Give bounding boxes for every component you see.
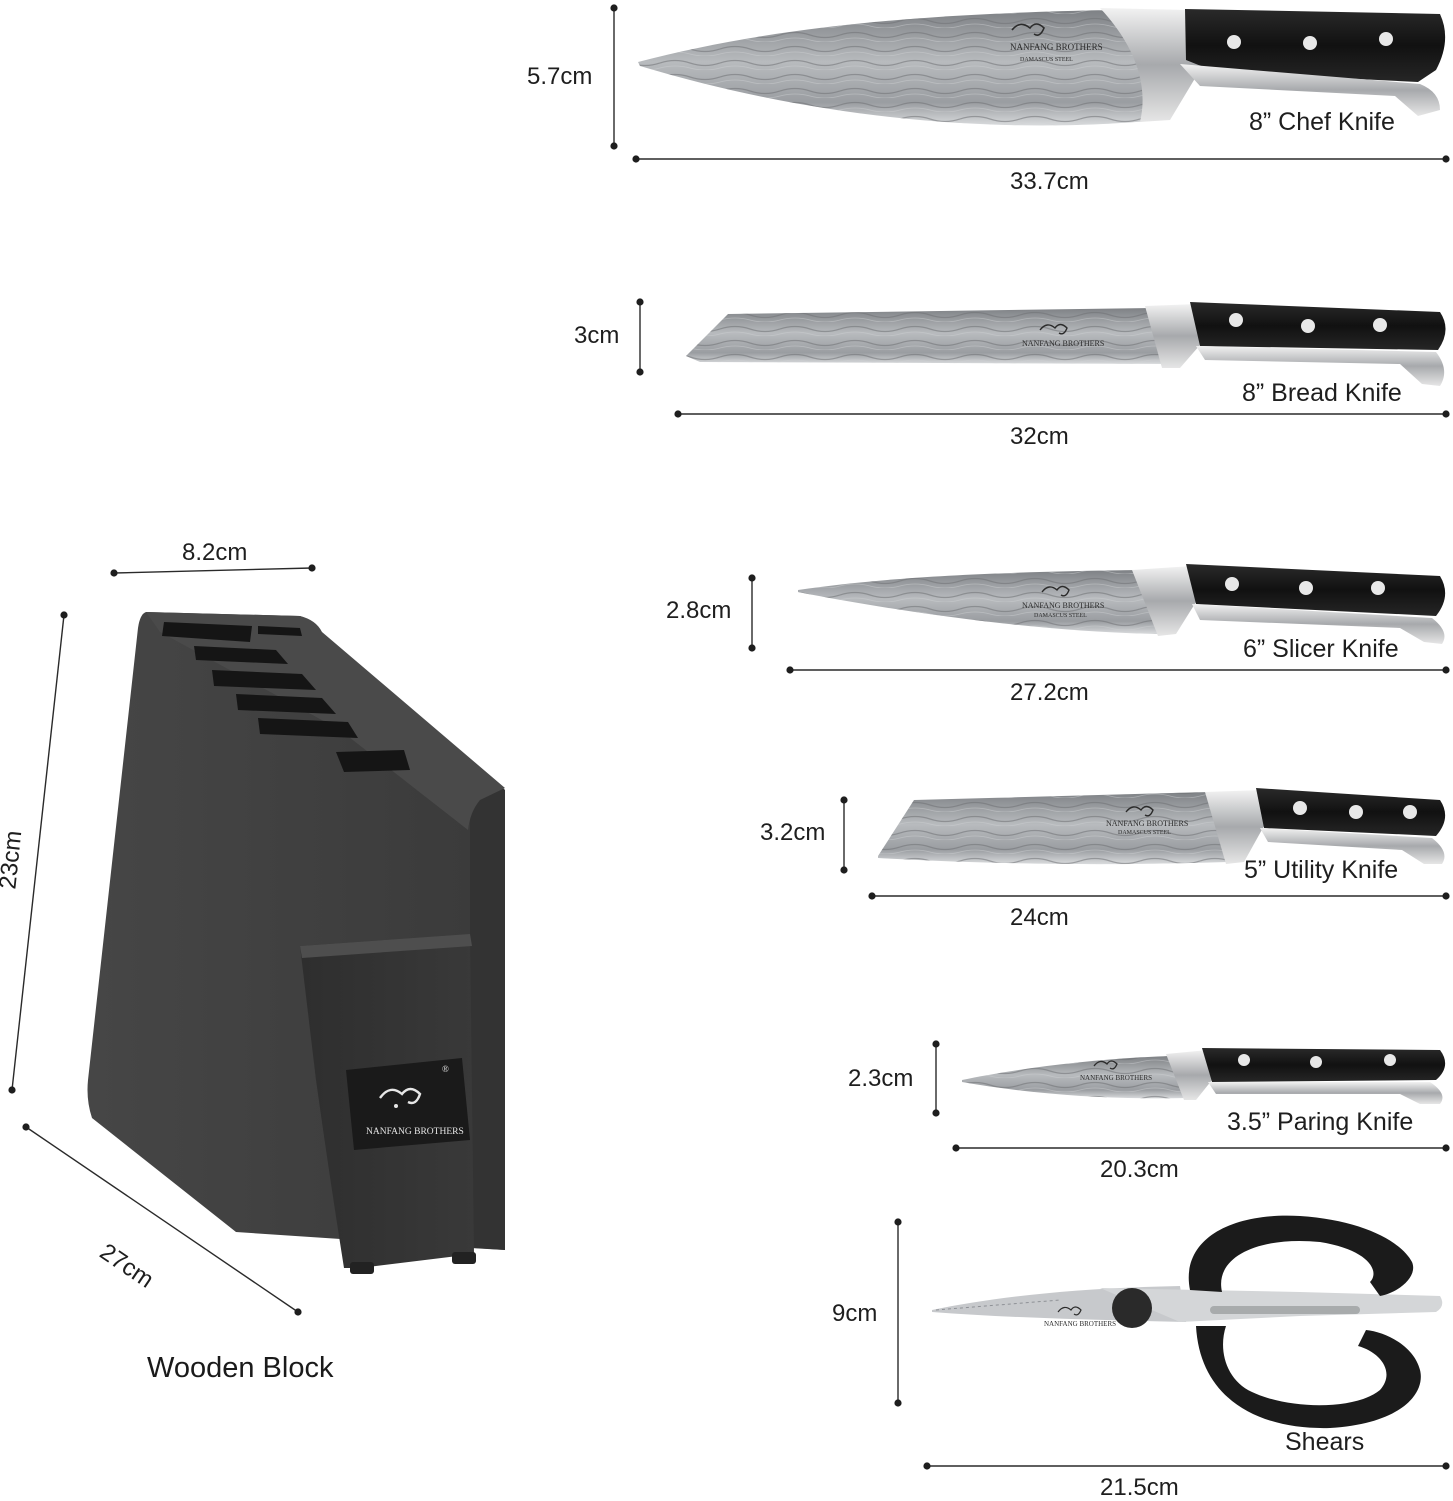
utility-knife-image: NANFANG BROTHERS DAMASCUS STEEL: [878, 788, 1446, 865]
bread-knife-length-label: 32cm: [1010, 423, 1069, 450]
shears-brand-text: NANFANG BROTHERS: [1044, 1320, 1116, 1328]
block-title: Wooden Block: [147, 1352, 334, 1384]
chef-knife-image: NANFANG BROTHERS DAMASCUS STEEL: [638, 8, 1446, 126]
chef-steel-text: DAMASCUS STEEL: [1020, 57, 1073, 63]
bread-knife-image: NANFANG BROTHERS: [686, 302, 1446, 386]
block-brand-text: NANFANG BROTHERS: [366, 1127, 464, 1137]
slicer-steel-text: DAMASCUS STEEL: [1034, 613, 1087, 619]
utility-brand-text: NANFANG BROTHERS: [1106, 819, 1188, 828]
utility-knife-height-label: 3.2cm: [760, 819, 826, 846]
chef-knife-length-label: 33.7cm: [1010, 168, 1089, 195]
shears-name: Shears: [1285, 1428, 1365, 1456]
paring-brand-text: NANFANG BROTHERS: [1080, 1074, 1152, 1082]
slicer-knife-image: NANFANG BROTHERS DAMASCUS STEEL: [798, 564, 1446, 644]
slicer-knife-name: 6” Slicer Knife: [1243, 635, 1399, 663]
shears-length-label: 21.5cm: [1100, 1474, 1179, 1501]
chef-knife-name: 8” Chef Knife: [1249, 108, 1395, 136]
slicer-brand-text: NANFANG BROTHERS: [1022, 601, 1104, 610]
paring-knife-name: 3.5” Paring Knife: [1227, 1108, 1414, 1136]
block-registered-mark: ®: [442, 1064, 449, 1074]
bread-brand-text: NANFANG BROTHERS: [1022, 339, 1104, 348]
knife-block-image: NANFANG BROTHERS ®: [87, 612, 505, 1274]
shears-height-label: 9cm: [832, 1300, 878, 1327]
bread-knife-height-label: 3cm: [574, 322, 620, 349]
utility-steel-text: DAMASCUS STEEL: [1118, 830, 1171, 836]
utility-knife-length-label: 24cm: [1010, 904, 1069, 931]
slicer-knife-length-label: 27.2cm: [1010, 679, 1089, 706]
chef-brand-text: NANFANG BROTHERS: [1010, 42, 1103, 52]
bread-knife-name: 8” Bread Knife: [1242, 379, 1402, 407]
utility-knife-name: 5” Utility Knife: [1244, 856, 1399, 884]
paring-knife-height-label: 2.3cm: [848, 1065, 914, 1092]
chef-knife-height-label: 5.7cm: [527, 63, 593, 90]
paring-knife-image: NANFANG BROTHERS: [962, 1048, 1446, 1104]
slicer-knife-height-label: 2.8cm: [666, 597, 732, 624]
block-width-label: 8.2cm: [182, 539, 248, 566]
paring-knife-length-label: 20.3cm: [1100, 1156, 1179, 1183]
shears-image: NANFANG BROTHERS: [932, 1215, 1443, 1429]
